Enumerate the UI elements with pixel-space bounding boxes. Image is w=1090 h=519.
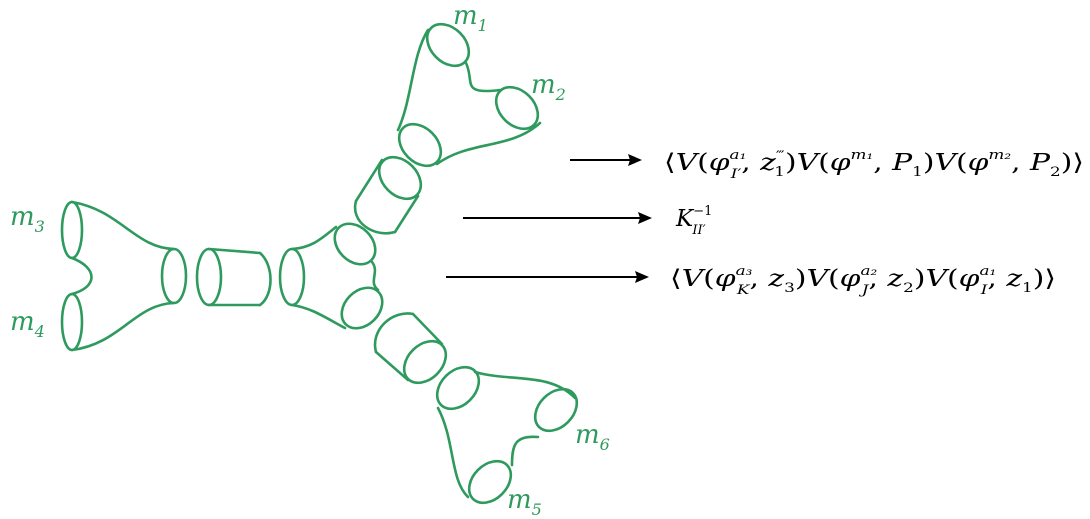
central-pants — [278, 222, 384, 330]
arrow-bottom — [446, 271, 649, 283]
label-m4: m4 — [10, 307, 45, 341]
central-left-end — [278, 247, 306, 307]
central-upper-end — [333, 222, 377, 266]
left-pants-waist — [160, 247, 188, 305]
arrow-top — [570, 154, 642, 166]
boundary-m3 — [60, 200, 84, 260]
label-m5: m5 — [507, 485, 542, 519]
lower-cylinder — [373, 312, 448, 385]
label-m3: m3 — [10, 202, 45, 236]
left-cylinder — [195, 247, 272, 307]
boundary-m5 — [467, 459, 513, 505]
left-cylinder-end-a — [195, 247, 223, 307]
upper-pants — [396, 22, 542, 168]
lower-cylinder-end — [402, 339, 448, 385]
left-pants — [60, 200, 188, 352]
boundary-m1 — [425, 22, 471, 68]
boundary-m4 — [60, 292, 84, 352]
label-m2: m2 — [531, 70, 566, 104]
upper-pants-waist — [397, 122, 443, 168]
central-lower-end — [340, 286, 384, 330]
lower-pants — [435, 365, 579, 505]
label-m6: m6 — [575, 420, 610, 454]
boundary-m6 — [533, 387, 579, 433]
label-m1: m1 — [453, 1, 488, 35]
upper-cylinder — [353, 155, 423, 235]
upper-cylinder-end — [377, 155, 423, 201]
arrow-middle — [463, 212, 652, 224]
